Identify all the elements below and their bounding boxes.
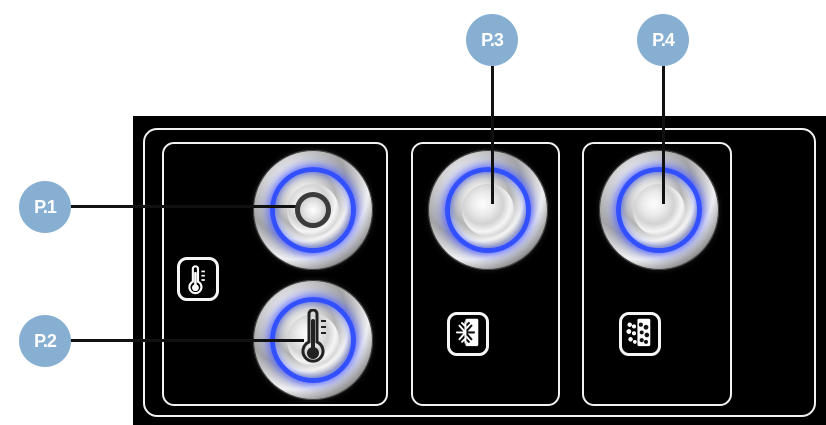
p3-leader-line — [491, 66, 494, 204]
thermometer-icon — [177, 257, 219, 301]
p2-callout: P.2 — [19, 315, 71, 367]
snowflake-icon — [447, 312, 489, 356]
temperature-section — [162, 142, 388, 406]
p1-button[interactable] — [253, 150, 373, 270]
thermometer-icon — [301, 309, 326, 363]
p1-callout: P.1 — [19, 181, 71, 233]
p3-button[interactable] — [428, 150, 548, 270]
dots-section — [582, 142, 732, 406]
panel-frame — [143, 128, 816, 417]
snowflake-symbol — [455, 318, 479, 347]
p2-leader-line — [70, 339, 304, 342]
p1-leader-line — [70, 205, 300, 208]
thermometer-symbol — [188, 265, 205, 295]
dots-pattern-icon — [619, 312, 661, 356]
p4-button[interactable] — [599, 150, 719, 270]
cooling-section — [411, 142, 560, 406]
p4-leader-line — [662, 66, 665, 204]
dots-pattern-symbol — [626, 318, 651, 347]
p2-button[interactable] — [253, 280, 373, 400]
p1-ring-icon — [295, 192, 331, 228]
p3-callout: P.3 — [466, 14, 518, 66]
p4-callout: P.4 — [637, 14, 689, 66]
